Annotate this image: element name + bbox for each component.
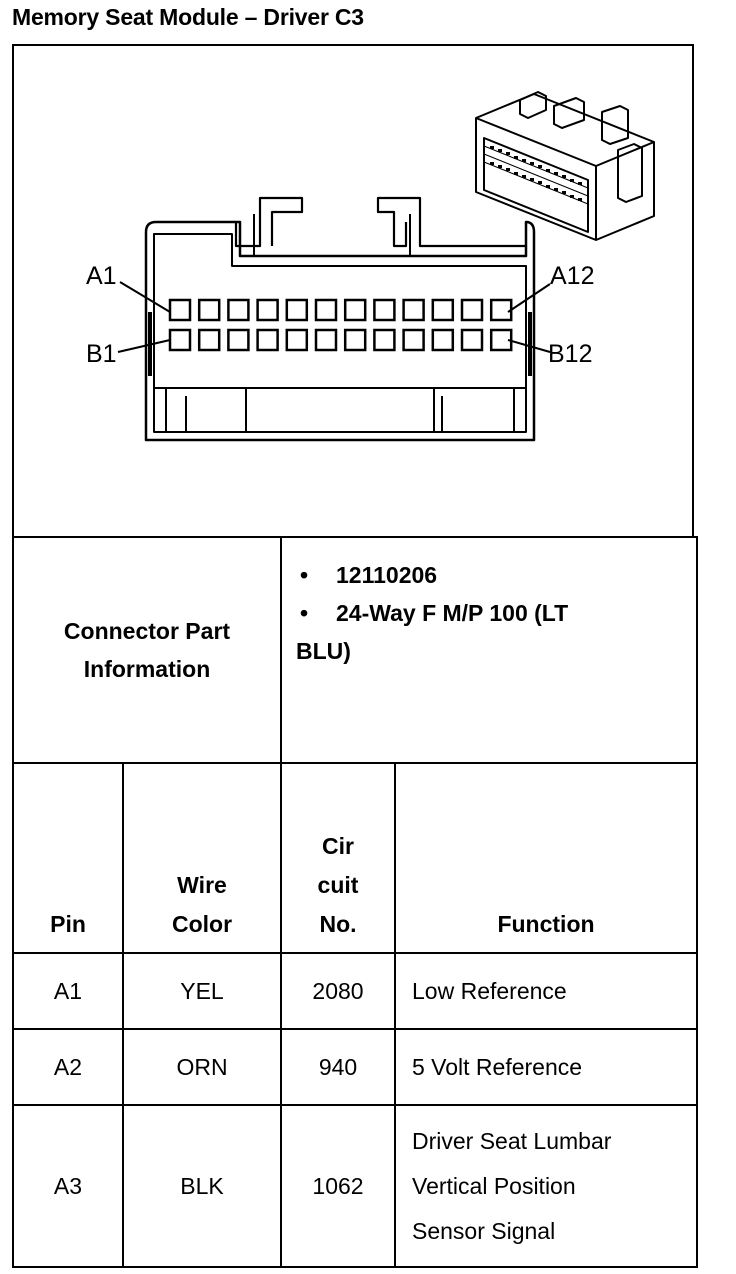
cell-pin: A2 bbox=[12, 1028, 124, 1106]
cell-pin: A1 bbox=[12, 952, 124, 1030]
cell-pin: A3 bbox=[12, 1104, 124, 1268]
part-info-item: • 12110206 bbox=[296, 556, 686, 594]
pin-leader-lines bbox=[117, 281, 551, 353]
pin-cavity bbox=[373, 328, 396, 352]
pin-cavity bbox=[460, 298, 484, 322]
pin-cavity bbox=[168, 298, 192, 322]
part-info-label-line1: Connector Part bbox=[63, 618, 231, 644]
pin-cavity bbox=[314, 328, 338, 352]
pin-cavity bbox=[285, 328, 309, 352]
pin-cavity bbox=[227, 298, 250, 322]
table-row: A2 ORN 940 5 Volt Reference bbox=[12, 1028, 698, 1106]
cell-circuit: 2080 bbox=[280, 952, 396, 1030]
pin-cavity bbox=[431, 298, 455, 322]
cell-function: 5 Volt Reference bbox=[394, 1028, 698, 1106]
pin-function-table: Pin Wire Color Cir cuit No. Function A1 … bbox=[12, 762, 698, 1268]
cell-circuit: 1062 bbox=[280, 1104, 396, 1268]
label-a12: A12 bbox=[550, 262, 594, 290]
part-info-item-continuation: BLU) bbox=[296, 632, 686, 670]
cell-circuit: 940 bbox=[280, 1028, 396, 1106]
pin-cavity bbox=[431, 328, 455, 352]
part-info-label-cell: Connector Part Information bbox=[12, 536, 282, 764]
part-info-item: • 24-Way F M/P 100 (LT bbox=[296, 594, 686, 632]
connector-3d-illustration bbox=[475, 91, 655, 241]
page-title: Memory Seat Module – Driver C3 bbox=[12, 4, 364, 30]
pin-cavity bbox=[314, 298, 338, 322]
pin-cavity bbox=[256, 298, 279, 322]
bullet-mark: • bbox=[300, 600, 309, 626]
part-info-label-line2: Information bbox=[83, 656, 211, 682]
pin-grid bbox=[168, 298, 513, 352]
connector-diagram: A1 A12 B1 B12 bbox=[86, 91, 655, 442]
label-b12: B12 bbox=[548, 340, 592, 368]
cell-wire-color: BLK bbox=[122, 1104, 282, 1268]
connector-front-view bbox=[144, 196, 536, 442]
pin-cavity bbox=[227, 328, 250, 352]
cell-wire-color: YEL bbox=[122, 952, 282, 1030]
header-function: Function bbox=[394, 762, 698, 954]
bullet-mark: • bbox=[300, 562, 309, 588]
table-header-row: Pin Wire Color Cir cuit No. Function bbox=[12, 762, 698, 954]
table-row: A1 YEL 2080 Low Reference bbox=[12, 952, 698, 1030]
part-number: 12110206 bbox=[336, 562, 438, 588]
pin-cavity bbox=[168, 328, 192, 352]
connector-diagram-panel: A1 A12 B1 B12 bbox=[12, 44, 694, 536]
header-wire-color: Wire Color bbox=[122, 762, 282, 954]
pin-cavity bbox=[197, 328, 221, 352]
label-a1: A1 bbox=[86, 262, 117, 290]
pin-cavity bbox=[373, 298, 396, 322]
connector-description-continuation: BLU) bbox=[296, 638, 351, 664]
connector-part-info-table: Connector Part Information • 12110206 • 24… bbox=[12, 536, 698, 764]
cell-function: Low Reference bbox=[394, 952, 698, 1030]
header-circuit-no: Cir cuit No. bbox=[280, 762, 396, 954]
part-info-list-cell: • 12110206 • 24-Way F M/P 100 (LT BLU) bbox=[280, 536, 698, 764]
pin-cavity bbox=[460, 328, 484, 352]
pin-cavity bbox=[343, 298, 367, 322]
pin-cavity bbox=[256, 328, 279, 352]
pin-cavity bbox=[197, 298, 221, 322]
pin-cavity bbox=[343, 328, 367, 352]
header-pin: Pin bbox=[12, 762, 124, 954]
label-b1: B1 bbox=[86, 340, 117, 368]
pin-cavity bbox=[285, 298, 309, 322]
cell-wire-color: ORN bbox=[122, 1028, 282, 1106]
table-row: A3 BLK 1062 Driver Seat Lumbar Vertical … bbox=[12, 1104, 698, 1268]
pin-cavity bbox=[402, 298, 425, 322]
pin-cavity bbox=[402, 328, 425, 352]
connector-description: 24-Way F M/P 100 (LT bbox=[336, 600, 569, 626]
pin-cavity bbox=[489, 298, 513, 322]
cell-function: Driver Seat Lumbar Vertical Position Sen… bbox=[394, 1104, 698, 1268]
